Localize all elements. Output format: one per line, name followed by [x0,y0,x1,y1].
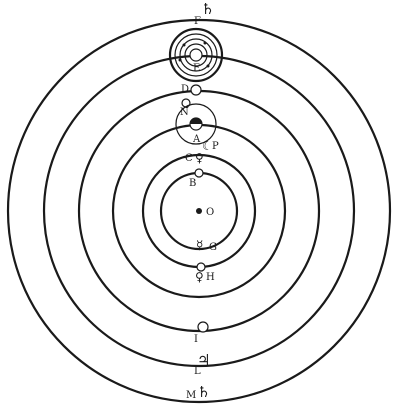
label-b: B [189,178,196,189]
label-g: G [209,242,217,253]
moon-epicycle-icon [175,103,217,145]
saturn-bottom-symbol: ♄ [197,383,210,401]
saturn-top-symbol: ♄ [201,0,214,18]
label-p: P [212,141,219,152]
mercury-body-b [194,168,204,178]
label-h: H [206,272,215,283]
jupiter-system-icon [168,27,224,83]
label-l: L [194,366,201,377]
mars-body-i [197,321,209,333]
label-d: D [181,84,189,95]
orbit-saturn [6,18,392,404]
center-point [196,208,202,214]
venus-c-symbol: ♀ [195,151,204,165]
mercury-g-symbol: ☿ [196,238,203,252]
label-o: O [206,207,214,218]
label-a: A [192,134,201,145]
label-m: M [186,390,196,401]
label-e: E [193,63,200,74]
label-f: F [194,16,201,27]
label-c: C [185,153,193,164]
earth-icon [189,117,203,131]
venus-low-symbol: ♀ [195,270,204,284]
label-n: N [180,107,189,118]
label-i: I [194,334,198,345]
moon-symbol: ☾ [202,139,213,153]
jupiter-symbol: ♃ [197,351,210,369]
jupiter-body-d [190,84,202,96]
venus-body-h [196,262,206,272]
